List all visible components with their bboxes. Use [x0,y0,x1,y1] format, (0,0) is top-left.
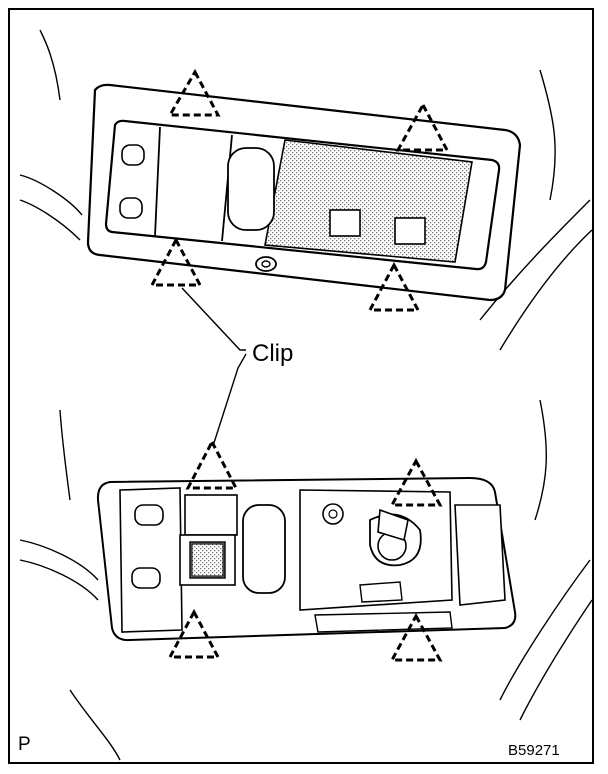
interior-background-lines [19,29,593,761]
clip-marker-lower-upper-left [185,438,239,490]
figure-frame [8,8,594,764]
clip-marker-lower-bottom-right [389,612,443,662]
clip-marker-lower-bottom-left [167,608,221,659]
view-code-label: P [18,734,31,755]
removed-room-lamp [96,476,517,642]
installed-room-lamp [86,83,522,302]
clip-label: Clip [252,340,294,367]
clip-marker-mid-right [367,261,421,312]
figure-number-label: B59271 [508,742,560,759]
clip-marker-top-left [167,68,221,117]
clip-marker-mid-left [149,236,203,287]
clip-leader-lines [181,287,247,447]
clip-markers [149,68,450,662]
clip-marker-lower-upper-right [389,457,443,507]
clip-marker-top-right [395,101,450,152]
